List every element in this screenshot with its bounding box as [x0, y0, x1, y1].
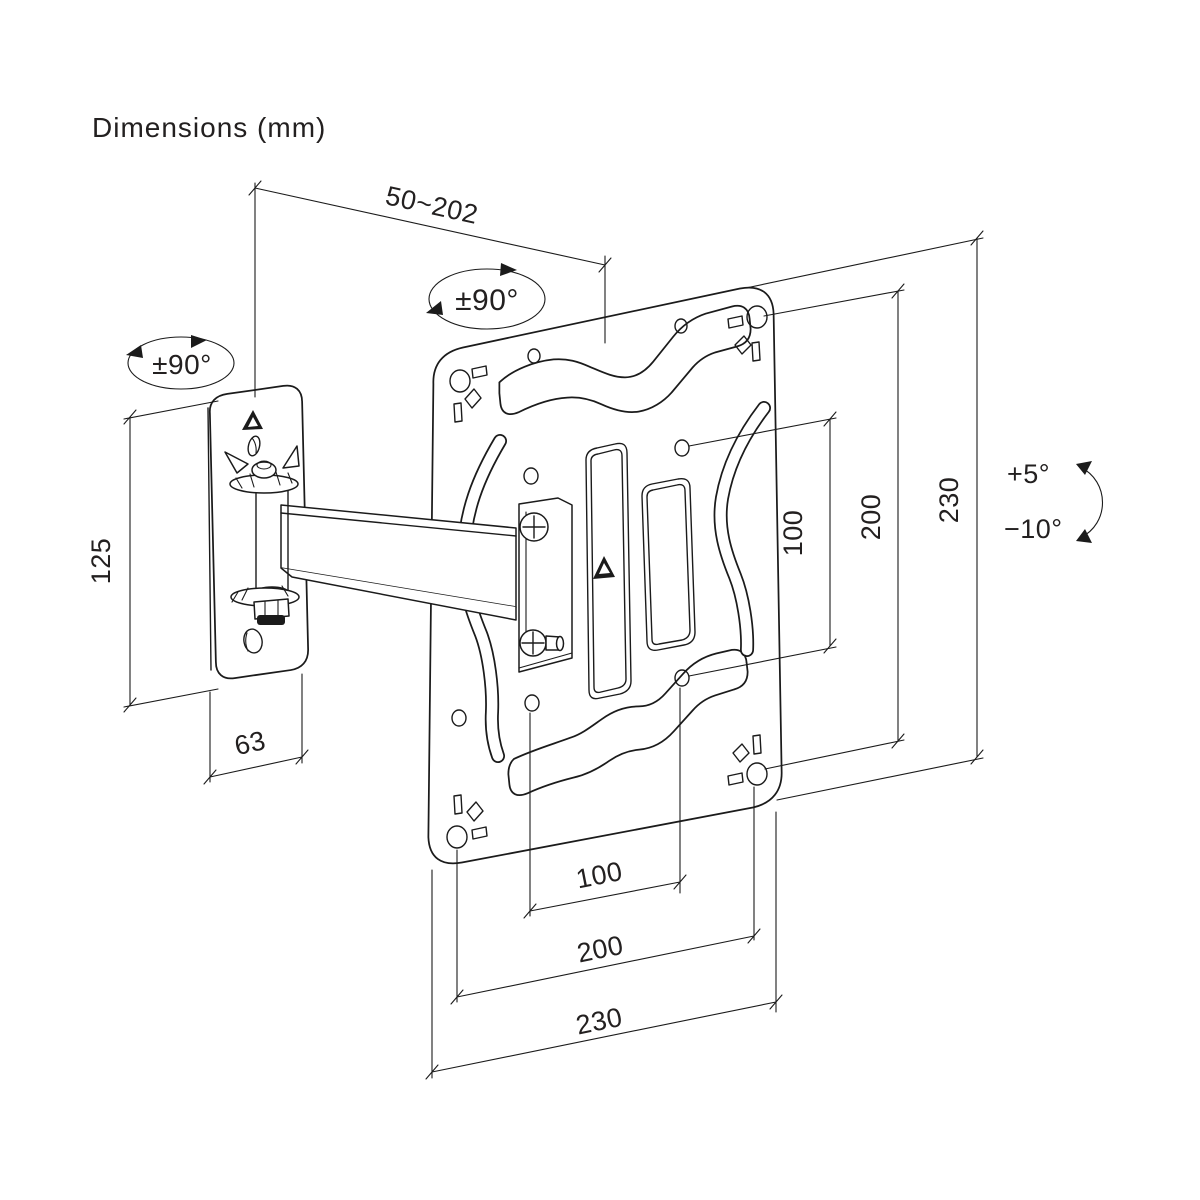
center-slot	[585, 442, 632, 700]
bottom-wave-cutout	[507, 648, 749, 796]
dim-plate-height-lines	[745, 230, 984, 801]
dimension-lines	[123, 180, 984, 1080]
dim-arm-extension: 50~202	[383, 180, 481, 229]
dim-swivel-wall: ±90°	[152, 349, 212, 380]
dim-vesa-height-200-lines	[763, 283, 905, 770]
tilt-bracket	[518, 497, 573, 673]
swivel-arrow-top	[426, 263, 546, 330]
top-wave-cutout	[498, 304, 752, 415]
dim-vesa-height-100: 100	[778, 510, 808, 557]
tilt-arrow-icon	[1076, 461, 1103, 543]
right-s-slot	[713, 401, 771, 657]
swivel-arrow-wall	[126, 335, 235, 390]
wall-plate-logo-icon	[242, 410, 263, 430]
page-title: Dimensions (mm)	[92, 112, 326, 143]
dim-vesa-width-200: 200	[574, 930, 626, 969]
left-s-slot	[456, 434, 507, 763]
dim-wall-plate-width: 63	[232, 725, 269, 761]
mounting-arm	[280, 504, 517, 621]
extra-holes	[451, 318, 688, 727]
screw-top-icon	[519, 512, 549, 542]
nut-cap	[257, 615, 285, 625]
right-cutout	[641, 478, 696, 651]
dim-arm-extension-lines	[248, 180, 612, 398]
bottom-oval-hole	[243, 628, 263, 654]
dim-wall-plate-width-lines	[203, 673, 309, 785]
dim-wall-plate-height-lines	[123, 400, 219, 713]
vesa100-holes	[523, 439, 690, 712]
wing-right	[282, 445, 300, 469]
dim-tilt-down: −10°	[1004, 514, 1063, 544]
vesa200-holes	[446, 305, 768, 849]
screw-bottom-icon	[519, 629, 565, 657]
keyhole-slot	[247, 435, 261, 457]
dim-swivel-top: ±90°	[455, 284, 519, 317]
hex-nut	[253, 598, 290, 620]
dim-tilt-up: +5°	[1007, 459, 1050, 489]
corner-slot-details	[453, 315, 762, 840]
dim-vesa-height-100-lines	[688, 411, 837, 677]
wall-plate-side-edge	[207, 407, 212, 671]
dim-vesa-width-100: 100	[574, 856, 625, 894]
hinge-assembly	[224, 445, 300, 625]
dim-vesa-width-200-lines	[450, 786, 761, 1005]
dim-vesa-width-100-lines	[523, 687, 687, 919]
dim-plate-height: 230	[934, 477, 964, 524]
wing-nut-dome	[251, 461, 277, 479]
brand-logo-icon	[593, 556, 615, 579]
dim-plate-width-lines	[425, 811, 783, 1080]
wing-left	[224, 451, 249, 474]
dim-wall-plate-height: 125	[86, 538, 116, 585]
vesa-plate	[427, 286, 783, 865]
dim-vesa-height-200: 200	[856, 494, 886, 541]
